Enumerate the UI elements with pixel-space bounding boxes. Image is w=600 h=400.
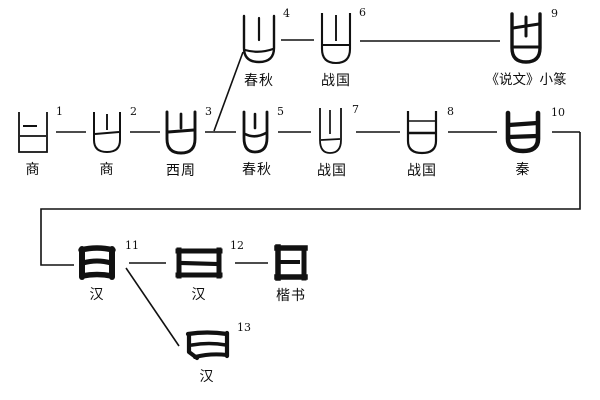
glyph-oracle-bone-vessel-two-strokes	[11, 108, 55, 158]
glyph-han-cursive	[179, 326, 235, 364]
node-index-3: 3	[205, 105, 212, 118]
glyph-warring-states-square-vessel	[398, 107, 446, 159]
glyph-han-rectangular	[170, 244, 228, 282]
glyph-shuowen-small-seal	[503, 10, 549, 70]
node-index-11: 11	[125, 239, 139, 252]
node-index-4: 4	[283, 7, 290, 20]
node-index-7: 7	[352, 103, 359, 116]
node-index-9: 9	[551, 7, 558, 20]
glyph-han-bold-rounded	[71, 243, 123, 283]
glyph-qin-clerical-bold	[497, 109, 549, 157]
node-era-11: 汉	[89, 287, 105, 303]
glyph-warring-states-narrow-vessel	[309, 106, 351, 160]
node-era-9: 《说文》小篆	[485, 72, 567, 88]
glyph-spring-autumn-narrow-vessel	[234, 108, 276, 158]
node-era-6: 战国	[321, 73, 351, 89]
glyph-kaishu-yue	[268, 242, 314, 284]
glyph-oracle-bone-vessel-round	[85, 108, 129, 158]
node-era-7: 战国	[317, 163, 347, 179]
node-index-8: 8	[447, 105, 454, 118]
glyph-warring-states-tall-vessel	[314, 9, 358, 71]
node-index-6: 6	[359, 6, 366, 19]
node-era-13: 汉	[199, 369, 215, 385]
node-era-12: 汉	[191, 287, 207, 303]
glyph-spring-autumn-tall-vessel	[236, 10, 282, 70]
node-index-1: 1	[56, 105, 63, 118]
node-era-1: 商	[25, 162, 41, 178]
glyph-bronze-vessel-bold	[158, 107, 204, 159]
node-era-5: 春秋	[242, 162, 272, 178]
node-era-8: 战国	[407, 163, 437, 179]
node-era-4: 春秋	[244, 73, 274, 89]
node-index-13: 13	[237, 321, 251, 334]
node-index-10: 10	[551, 106, 565, 119]
node-era-10: 秦	[515, 162, 531, 178]
node-index-2: 2	[130, 105, 137, 118]
node-index-5: 5	[277, 105, 284, 118]
node-era-14: 楷书	[276, 288, 306, 304]
node-era-3: 西周	[166, 163, 196, 179]
node-index-12: 12	[230, 239, 244, 252]
node-era-2: 商	[99, 162, 115, 178]
